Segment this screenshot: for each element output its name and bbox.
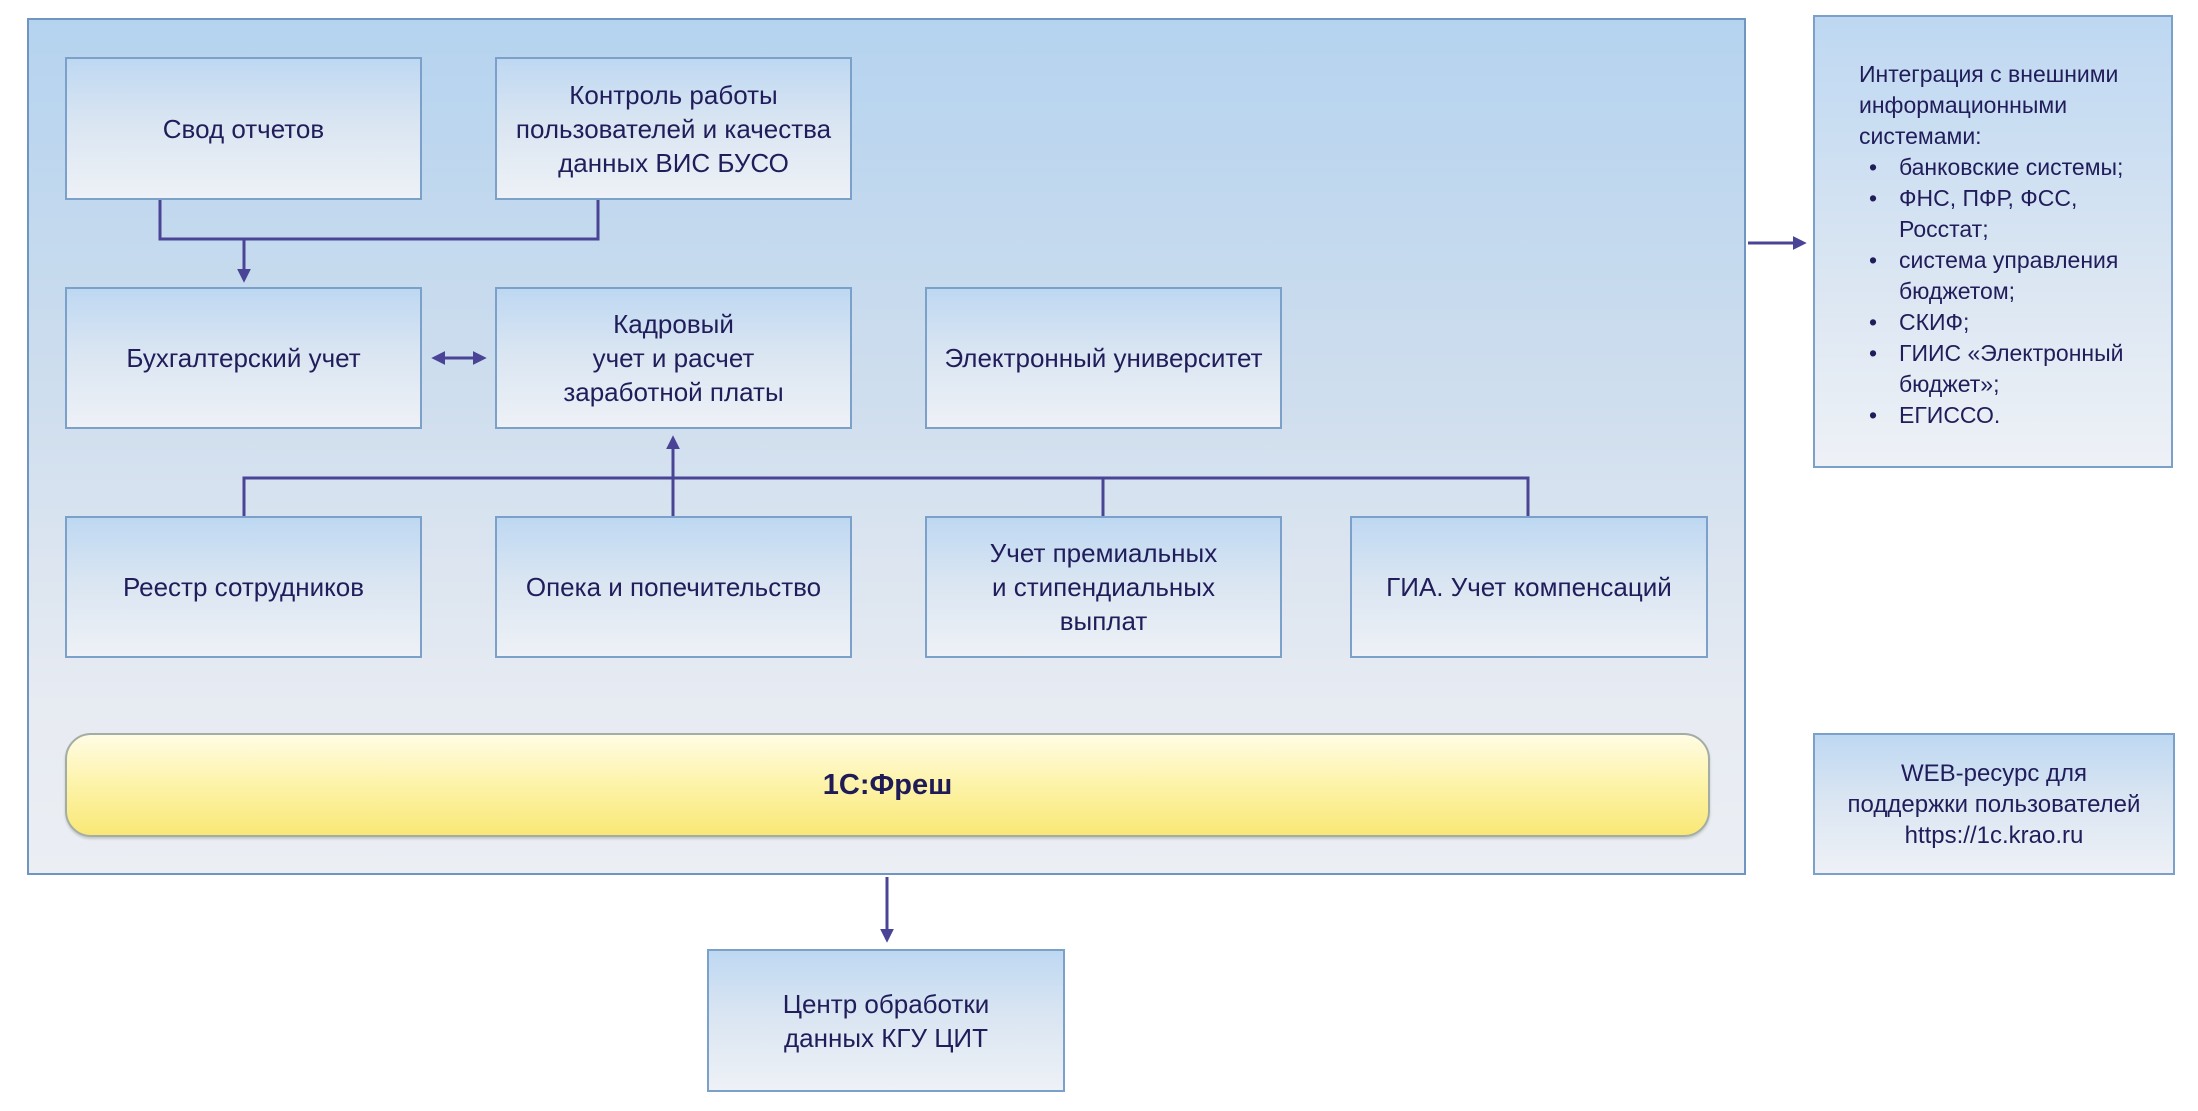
list-item: СКИФ;	[1859, 307, 2145, 338]
node-opeka: Опека и попечительство	[495, 516, 852, 658]
list-item: ГИИС «Электронный бюджет»;	[1859, 338, 2145, 400]
node-data-center: Центр обработки данных КГУ ЦИТ	[707, 949, 1065, 1092]
node-buhgalterskiy-uchet: Бухгалтерский учет	[65, 287, 422, 429]
integration-heading: Интеграция с внешними информационными си…	[1859, 61, 2119, 149]
integration-panel: Интеграция с внешними информационными си…	[1813, 15, 2173, 468]
list-item: ФНС, ПФР, ФСС, Росстат;	[1859, 183, 2145, 245]
list-item: ЕГИССО.	[1859, 400, 2145, 431]
platform-bar-1c-fresh: 1С:Фреш	[65, 733, 1710, 837]
node-gia-kompensacii: ГИА. Учет компенсаций	[1350, 516, 1708, 658]
node-reestr-sotrudnikov: Реестр сотрудников	[65, 516, 422, 658]
list-item: банковские системы;	[1859, 152, 2145, 183]
list-item: система управления бюджетом;	[1859, 245, 2145, 307]
node-uchet-premialnyh: Учет премиальных и стипендиальных выплат	[925, 516, 1282, 658]
node-kontrol-raboty: Контроль работы пользователей и качества…	[495, 57, 852, 200]
integration-list: банковские системы; ФНС, ПФР, ФСС, Росст…	[1859, 152, 2145, 431]
node-svod-otchetov: Свод отчетов	[65, 57, 422, 200]
node-web-resource: WEB-ресурс для поддержки пользователей h…	[1813, 733, 2175, 875]
node-kadrovyy-uchet: Кадровый учет и расчет заработной платы	[495, 287, 852, 429]
node-elektronnyy-universitet: Электронный университет	[925, 287, 1282, 429]
